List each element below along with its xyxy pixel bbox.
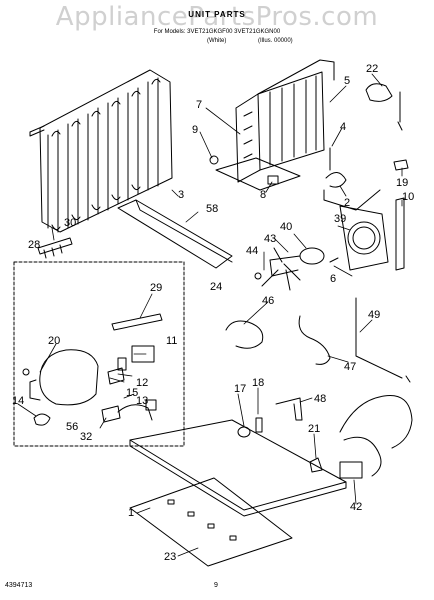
small-parts-upper-right (323, 83, 409, 271)
callout-30: 30 (64, 217, 76, 229)
callout-19: 19 (396, 177, 408, 189)
callout-18: 18 (252, 377, 264, 389)
callout-58: 58 (206, 203, 218, 215)
callout-24: 24 (210, 281, 222, 293)
callout-23: 23 (164, 551, 176, 563)
evaporator-coil (29, 69, 173, 233)
part-number: 4394713 (5, 582, 33, 589)
callout-42: 42 (350, 501, 362, 513)
callout-40: 40 (280, 221, 292, 233)
callout-43: 43 (264, 233, 276, 245)
duct-and-fitting (37, 199, 233, 269)
callout-46: 46 (262, 295, 274, 307)
watermark: AppliancePartsPros.com (55, 2, 379, 32)
callout-20: 20 (48, 335, 60, 347)
callout-6: 6 (330, 273, 336, 285)
callout-1: 1 (128, 507, 134, 519)
color-note: (White) (207, 38, 227, 44)
callout-22: 22 (366, 63, 378, 75)
callout-2: 2 (344, 197, 350, 209)
callout-12: 12 (136, 377, 148, 389)
callout-4: 4 (340, 121, 346, 133)
page-number: 9 (214, 582, 218, 589)
callout-5: 5 (344, 75, 350, 87)
fan-motor-assembly (254, 205, 389, 291)
callout-3: 3 (178, 189, 184, 201)
callout-8: 8 (260, 189, 266, 201)
illustration-note: (Illus. 00000) (258, 38, 293, 44)
callout-7: 7 (196, 99, 202, 111)
callout-17: 17 (234, 383, 246, 395)
diagram-title: UNIT PARTS (188, 10, 246, 19)
callout-21: 21 (308, 423, 320, 435)
callout-48: 48 (314, 393, 326, 405)
callout-9: 9 (192, 124, 198, 136)
callout-47: 47 (344, 361, 356, 373)
callout-49: 49 (368, 309, 380, 321)
defrost-heater-assembly (209, 59, 335, 191)
callout-labels: 3 7 9 5 22 4 2 8 58 19 10 30 28 40 43 44… (12, 63, 414, 563)
callout-13: 13 (136, 395, 148, 407)
callout-28: 28 (28, 239, 40, 251)
leader-lines (17, 73, 403, 557)
callout-39: 39 (334, 213, 346, 225)
base-pan (129, 419, 347, 567)
model-list: For Models: 3VET21GKGF00 3VET21GKGN00 (153, 29, 281, 35)
tubing-parts (225, 297, 411, 383)
callout-29: 29 (150, 282, 162, 294)
callout-14: 14 (12, 395, 24, 407)
compressor-box (13, 261, 185, 447)
callout-32: 32 (80, 431, 92, 443)
callout-56: 56 (66, 421, 78, 433)
callout-11: 11 (166, 335, 177, 347)
callout-10: 10 (402, 191, 414, 203)
lower-right-parts (237, 395, 413, 479)
callout-15: 15 (126, 387, 138, 399)
callout-44: 44 (246, 245, 258, 257)
